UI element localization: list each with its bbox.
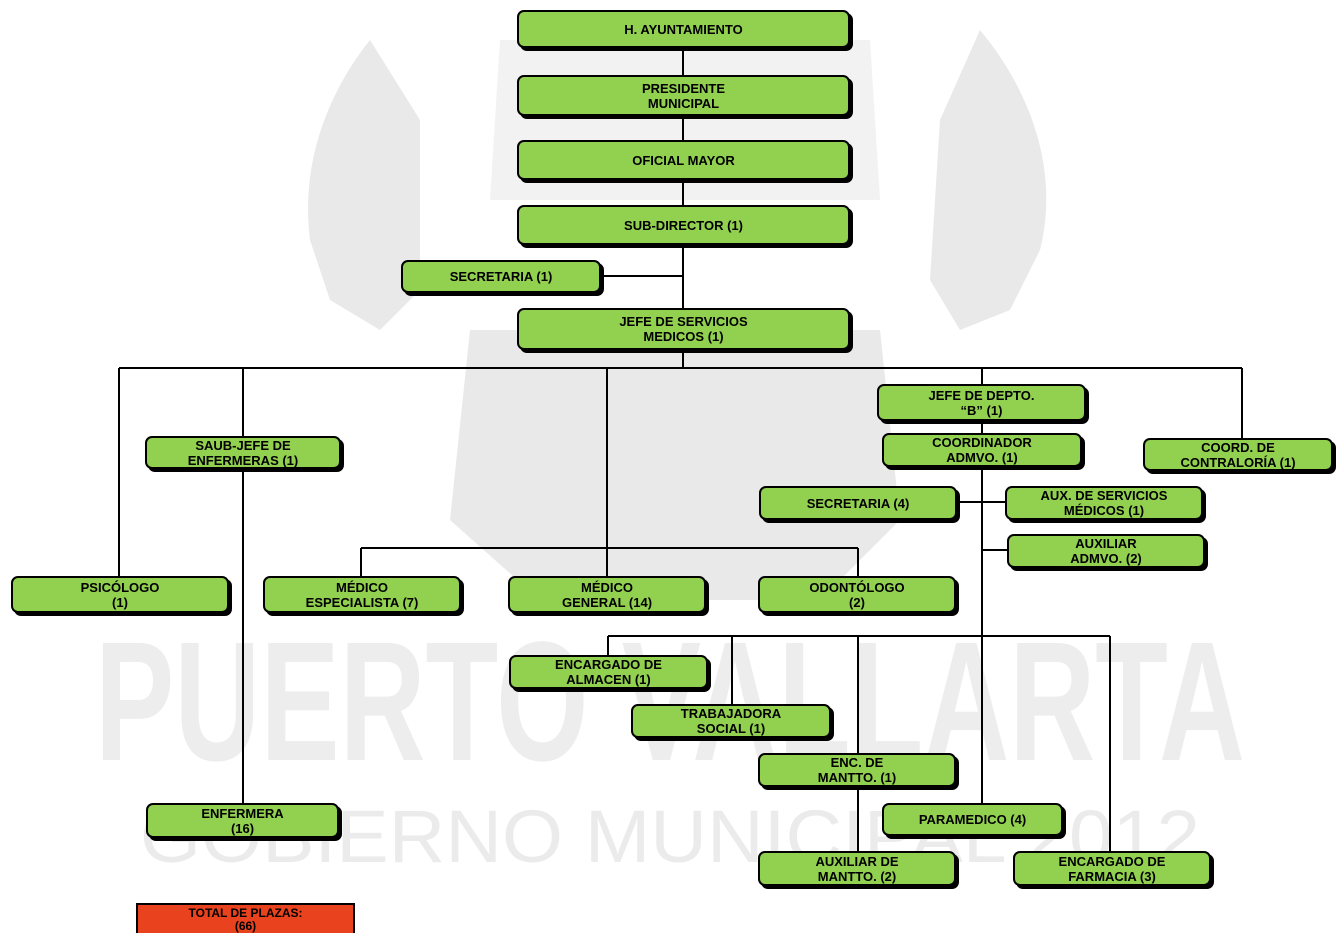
- node-medico-general: MÉDICO GENERAL (14): [508, 576, 706, 613]
- node-encargado-farmacia: ENCARGADO DE FARMACIA (3): [1013, 851, 1211, 886]
- node-h-ayuntamiento: H. AYUNTAMIENTO: [517, 10, 850, 48]
- node-coord-contraloria: COORD. DE CONTRALORÍA (1): [1143, 438, 1333, 471]
- node-jefe-servicios-medicos: JEFE DE SERVICIOS MEDICOS (1): [517, 308, 850, 350]
- node-enfermera: ENFERMERA (16): [146, 803, 339, 838]
- node-oficial-mayor: OFICIAL MAYOR: [517, 140, 850, 180]
- node-enc-mantto: ENC. DE MANTTO. (1): [758, 753, 956, 787]
- node-paramedico: PARAMEDICO (4): [882, 803, 1063, 836]
- node-sub-jefe-enfermeras: SAUB-JEFE DE ENFERMERAS (1): [145, 436, 341, 469]
- total-plazas-badge: TOTAL DE PLAZAS: (66): [136, 903, 355, 933]
- node-trabajadora-social: TRABAJADORA SOCIAL (1): [631, 704, 831, 738]
- node-secretaria-1: SECRETARIA (1): [401, 260, 601, 293]
- node-coordinador-admvo: COORDINADOR ADMVO. (1): [882, 433, 1082, 467]
- node-medico-especialista: MÉDICO ESPECIALISTA (7): [263, 576, 461, 613]
- node-odontologo: ODONTÓLOGO (2): [758, 576, 956, 613]
- node-psicologo: PSICÓLOGO (1): [11, 576, 229, 613]
- node-auxiliar-admvo: AUXILIAR ADMVO. (2): [1007, 534, 1205, 568]
- node-secretaria-4: SECRETARIA (4): [759, 486, 957, 520]
- node-presidente-municipal: PRESIDENTE MUNICIPAL: [517, 75, 850, 116]
- node-encargado-almacen: ENCARGADO DE ALMACEN (1): [509, 655, 708, 689]
- node-auxiliar-mantto: AUXILIAR DE MANTTO. (2): [758, 851, 956, 886]
- node-aux-servicios-medicos: AUX. DE SERVICIOS MÉDICOS (1): [1005, 486, 1203, 520]
- node-sub-director: SUB-DIRECTOR (1): [517, 205, 850, 245]
- node-jefe-depto-b: JEFE DE DEPTO. “B” (1): [877, 384, 1086, 421]
